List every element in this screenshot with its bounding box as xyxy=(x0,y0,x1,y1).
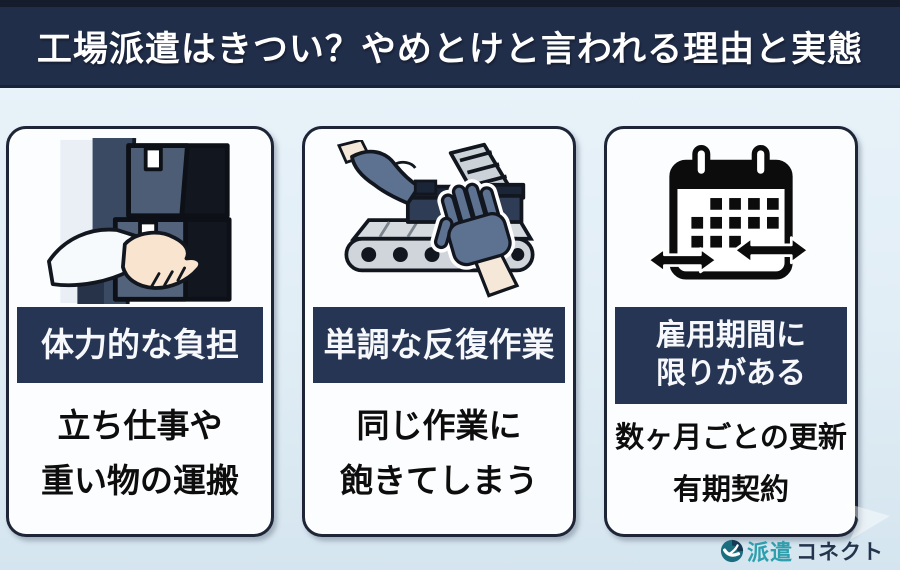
arrow-watermark-icon xyxy=(840,494,892,547)
card-description-line: 数ヶ月ごとの更新 xyxy=(615,421,847,454)
card-label: 体力的な負担 xyxy=(17,307,263,384)
card-label-line: 体力的な負担 xyxy=(41,326,239,363)
card-limited-period: 雇用期間に 限りがある 数ヶ月ごとの更新 有期契約 xyxy=(604,126,858,537)
page-title: 工場派遣はきつい？やめとけと言われる理由と実態 xyxy=(36,29,864,69)
header-banner: 工場派遣はきつい？やめとけと言われる理由と実態 xyxy=(0,0,900,88)
card-description: 数ヶ月ごとの更新 有期契約 xyxy=(615,404,847,534)
logo-text-secondary: コネクト xyxy=(796,541,884,564)
card-description-line: 同じ作業に xyxy=(356,407,522,445)
conveyor-belt-hands-icon xyxy=(305,129,573,303)
card-physical-burden: 体力的な負担 立ち仕事や 重い物の運搬 xyxy=(6,126,274,537)
logo-text-primary: 派遣 xyxy=(746,540,793,565)
calendar-contract-period-icon xyxy=(607,129,855,303)
card-description: 立ち仕事や 重い物の運搬 xyxy=(41,383,239,534)
card-description-line: 重い物の運搬 xyxy=(41,461,239,499)
card-label: 単調な反復作業 xyxy=(313,307,565,384)
haken-connect-logo-icon xyxy=(720,539,744,563)
card-description-line: 立ち仕事や xyxy=(57,407,223,445)
card-description-line: 飽きてしまう xyxy=(340,461,538,499)
card-label-line: 雇用期間に xyxy=(656,319,806,352)
card-label: 雇用期間に 限りがある xyxy=(615,307,847,404)
card-repetitive-work: 単調な反復作業 同じ作業に 飽きてしまう xyxy=(302,126,576,537)
card-description-line: 有期契約 xyxy=(672,473,789,506)
card-label-line: 単調な反復作業 xyxy=(323,326,555,363)
card-description: 同じ作業に 飽きてしまう xyxy=(340,383,538,534)
card-label-line: 限りがある xyxy=(656,357,806,391)
haken-connect-logo[interactable]: 派遣 コネクト xyxy=(720,535,884,567)
box-lifting-icon xyxy=(9,129,271,304)
